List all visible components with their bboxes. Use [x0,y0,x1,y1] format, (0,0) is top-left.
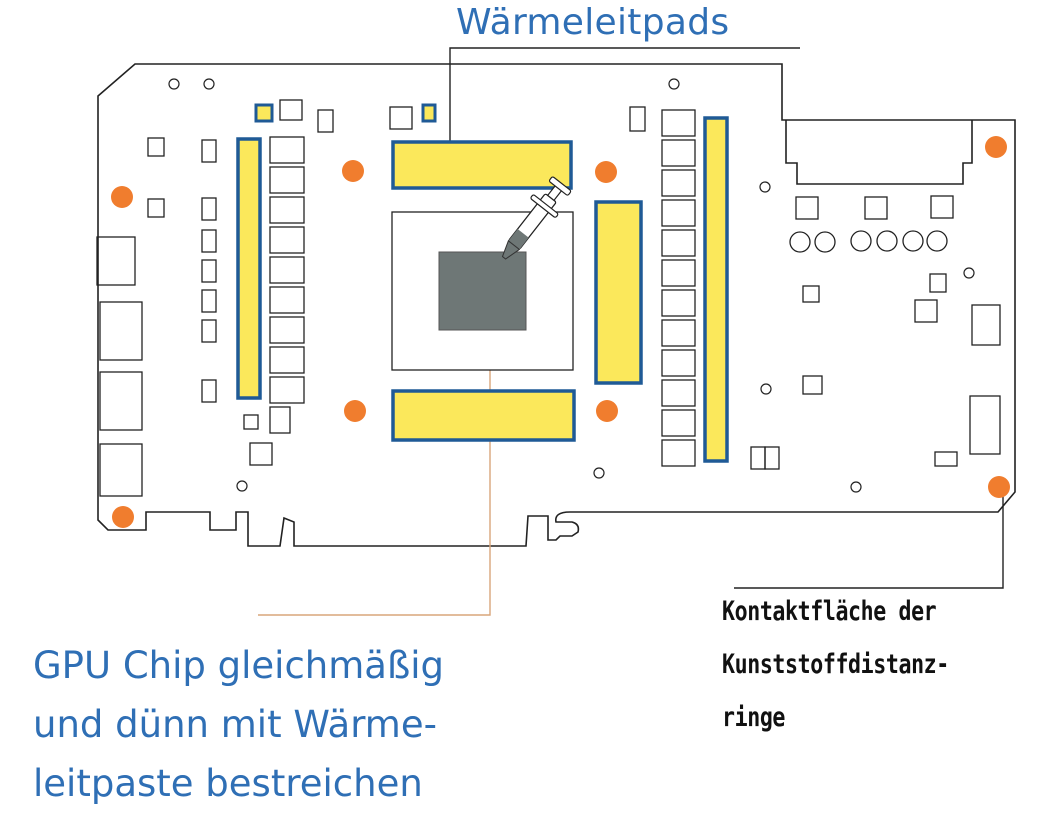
thermal-pad-small-2 [421,103,437,123]
thermal-pads-leader [449,47,800,152]
mounting-holes [168,78,975,493]
thermal-pad-small-1 [254,103,274,123]
vrm-left-column [269,136,305,434]
gpu-instruction-label: GPU Chip gleichmäßig und dünn mit Wärme-… [33,636,444,813]
thermal-pads [236,103,729,463]
thermal-pad-left-strip [236,137,262,400]
standoff-points [111,136,1010,528]
gpu-die [438,251,527,331]
thermal-pad-right-center [594,200,643,385]
standoff-point [344,400,366,422]
vrm-right-column [661,109,696,467]
standoff-point [988,476,1010,498]
standoff-point [111,186,133,208]
edge-connectors [96,236,143,497]
thermal-pad-bottom [391,389,576,442]
thermal-paste-syringe-icon [501,176,572,260]
thermal-pad-top [391,140,573,190]
gpu-instruction-line: leitpaste bestreichen [33,762,423,805]
standoff-point [112,506,134,528]
contact-area-line: Kunststoffdistanz- [722,649,949,680]
contact-area-line: ringe [722,702,786,733]
contact-area-line: Kontaktfläche der [722,596,937,627]
standoff-point [342,160,364,182]
standoff-point [985,136,1007,158]
capacitors [789,230,948,253]
standoff-point [596,400,618,422]
contact-area-label: Kontaktfläche der Kunststoffdistanz- rin… [722,585,949,744]
thermal-pad-right-strip [703,116,729,463]
pcb-outline [97,63,1016,547]
thermal-pads-label: Wärmeleitpads [456,2,730,43]
io-connector-outline [785,120,973,185]
standoff-point [595,161,617,183]
gpu-instruction-line: GPU Chip gleichmäßig [33,644,445,687]
small-components [147,99,1001,470]
gpu-instruction-line: und dünn mit Wärme- [33,703,437,746]
contact-leader [734,489,1004,589]
